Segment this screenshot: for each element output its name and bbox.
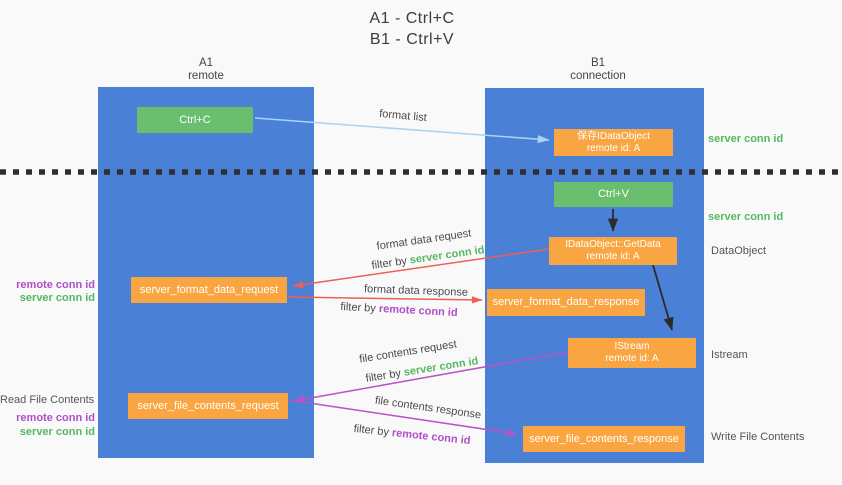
server-conn-id-label-file: server conn id (19, 426, 95, 438)
lifeline-header-a1: A1 remote (146, 57, 266, 83)
lifeline-a1-role: remote (188, 70, 224, 82)
idataobject-getdata-box: IDataObject::GetData remote id: A (549, 237, 677, 265)
lifeline-header-b1: B1 connection (538, 57, 658, 83)
server-conn-id-label-mid: server conn id (708, 211, 784, 223)
save-idataobject-line1: 保存IDataObject (577, 130, 650, 142)
lifeline-b1-role: connection (570, 70, 626, 82)
lifeline-a1-name: A1 (198, 57, 214, 69)
ctrl-c-box: Ctrl+C (137, 107, 253, 133)
title-line-a1: A1 - Ctrl+C (369, 10, 455, 27)
format-list-arrow (254, 117, 550, 144)
diagram-title: A1 - Ctrl+C B1 - Ctrl+V (262, 8, 562, 50)
istream-side-label: Istream (711, 349, 748, 361)
save-idataobject-box: 保存IDataObject remote id: A (554, 129, 673, 156)
ctrl-v-box: Ctrl+V (554, 182, 673, 207)
ctrl-v-label: Ctrl+V (598, 188, 629, 201)
server-conn-id-label-format: server conn id (19, 292, 95, 304)
server-file-contents-request-box: server_file_contents_request (128, 393, 288, 419)
filter-by-text: filter by (340, 300, 377, 315)
server-format-data-request-label: server_format_data_request (139, 283, 279, 296)
read-file-contents-label: Read File Contents (0, 394, 95, 406)
remote-conn-id-label-format: remote conn id (16, 279, 95, 291)
server-format-data-response-box: server_format_data_response (487, 289, 645, 316)
write-file-contents-label: Write File Contents (711, 431, 805, 443)
format-data-request-arrow (292, 248, 550, 289)
server-format-data-request-box: server_format_data_request (131, 277, 287, 303)
save-idataobject-line2: remote id: A (586, 142, 641, 154)
remote-conn-id-label-file: remote conn id (16, 412, 95, 424)
istream-box: IStream remote id: A (568, 338, 696, 368)
server-file-contents-response-label: server_file_contents_response (529, 432, 679, 445)
server-file-contents-request-label: server_file_contents_request (137, 399, 279, 412)
server-file-contents-response-box: server_file_contents_response (523, 426, 685, 452)
title-line-b1: B1 - Ctrl+V (369, 31, 455, 48)
getdata-line2: remote id: A (586, 251, 640, 262)
file-contents-request-arrow (293, 351, 569, 403)
ctrl-c-label: Ctrl+C (179, 113, 211, 126)
istream-line1: IStream (614, 341, 650, 352)
dataobject-label: DataObject (711, 245, 767, 257)
istream-line2: remote id: A (605, 353, 659, 364)
getdata-to-istream-arrow (652, 264, 674, 331)
file-contents-response-arrow (288, 399, 518, 437)
server-format-data-response-label: server_format_data_response (492, 296, 640, 309)
server-conn-id-label-top: server conn id (708, 133, 784, 145)
getdata-line1: IDataObject::GetData (565, 239, 661, 250)
lifeline-b1-name: B1 (590, 57, 606, 69)
format-data-response-arrow (287, 296, 483, 304)
